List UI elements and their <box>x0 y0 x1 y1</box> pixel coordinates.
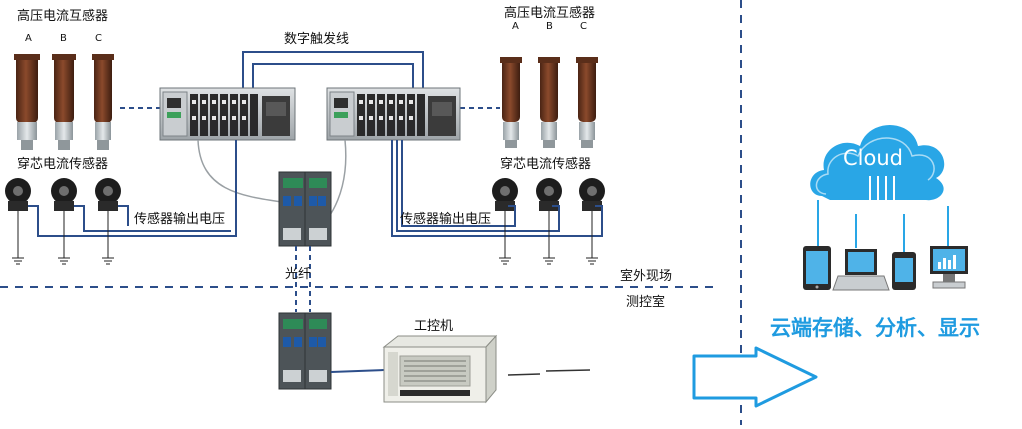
left-ct-sensors <box>5 178 121 211</box>
cloud-connections-blue <box>817 200 949 252</box>
trigger-line-label: 数字触发线 <box>284 32 350 47</box>
right-insulators <box>500 57 598 148</box>
arrow-right-icon <box>692 346 818 408</box>
fiber-label: 光纤 <box>285 267 312 282</box>
ct-sensor-icon <box>536 178 562 211</box>
control-room-label: 测控室 <box>626 295 666 310</box>
laptop-icon <box>832 249 890 291</box>
fiber-cables <box>295 246 311 312</box>
cloud-banner: 云端存储、分析、显示 <box>770 316 980 340</box>
insulator-icon <box>538 57 560 148</box>
right-sensor-output-label: 传感器输出电压 <box>400 212 492 227</box>
insulator-icon <box>92 54 114 150</box>
left-phase-b-label: B <box>60 33 67 44</box>
right-ct-sensors <box>492 178 605 211</box>
ipc-link <box>330 369 385 373</box>
media-converter-icon <box>304 171 332 247</box>
right-phase-c-label: C <box>580 21 587 32</box>
ground-icon <box>543 257 555 265</box>
left-hv-ct-title: 高压电流互感器 <box>17 9 109 24</box>
tablet-icon <box>803 246 831 290</box>
insulator-icon <box>500 57 522 148</box>
cloud-label: Cloud <box>843 146 903 170</box>
ground-icon <box>58 257 70 265</box>
insulator-icon <box>576 57 598 148</box>
ct-sensor-icon <box>95 178 121 211</box>
ipc-extra-line-b <box>545 369 591 372</box>
ground-icon <box>499 257 511 265</box>
ground-icon <box>586 257 598 265</box>
media-converter-icon <box>304 312 332 390</box>
monitor-icon <box>930 246 968 289</box>
cloud-icon <box>810 125 945 201</box>
daq-chassis-icon <box>326 87 461 141</box>
left-core-ct-title: 穿芯电流传感器 <box>17 157 109 172</box>
ct-sensor-icon <box>51 178 77 211</box>
left-ethernet-cable <box>197 139 283 203</box>
left-grounds <box>17 211 109 258</box>
industrial-pc-icon <box>382 334 498 404</box>
ct-sensor-icon <box>492 178 518 211</box>
left-sensor-wiring <box>28 140 237 237</box>
left-sensor-output-label: 传感器输出电压 <box>134 212 226 227</box>
ct-sensor-icon <box>5 178 31 211</box>
daq-chassis-icon <box>159 87 296 141</box>
left-insulators <box>14 54 114 150</box>
right-phase-b-label: B <box>546 21 553 32</box>
media-converter-icon <box>278 171 308 247</box>
trigger-line <box>242 51 424 92</box>
right-sensor-wiring <box>391 140 603 237</box>
right-hv-ct-title: 高压电流互感器 <box>504 6 596 21</box>
insulator-icon <box>52 54 76 150</box>
left-phase-a-label: A <box>25 33 32 44</box>
ipc-label: 工控机 <box>414 319 454 334</box>
phone-icon <box>892 252 916 290</box>
right-grounds <box>504 211 593 258</box>
ipc-extra-line-a <box>507 373 541 376</box>
right-core-ct-title: 穿芯电流传感器 <box>500 157 592 172</box>
left-phase-c-label: C <box>95 33 102 44</box>
ct-sensor-icon <box>579 178 605 211</box>
outdoor-label: 室外现场 <box>620 269 673 284</box>
media-converter-icon <box>278 312 308 390</box>
insulator-icon <box>14 54 40 150</box>
ground-icon <box>12 257 24 265</box>
ground-icon <box>102 257 114 265</box>
right-phase-a-label: A <box>512 21 519 32</box>
